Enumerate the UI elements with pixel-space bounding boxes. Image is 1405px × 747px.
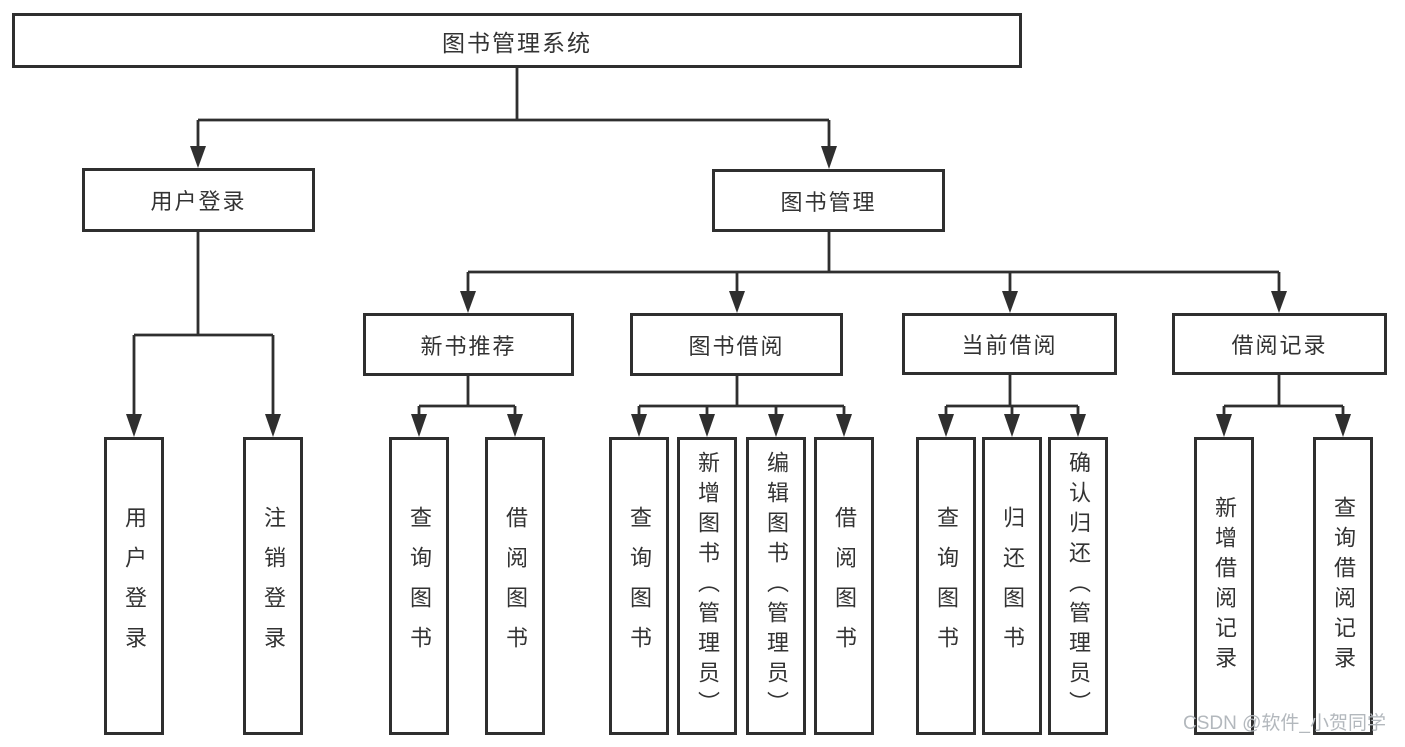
node-book-management: 图书管理 <box>712 169 945 232</box>
node-label: 当前借阅 <box>961 333 1058 358</box>
node-label: 查询借阅记录 <box>1331 496 1356 676</box>
node-label: 新书推荐 <box>420 333 517 359</box>
connector-root-to-level2 <box>190 68 837 169</box>
leaf-borrow-books-recommend: 借阅图书 <box>485 437 545 735</box>
leaf-borrow-books: 借阅图书 <box>814 437 874 735</box>
node-borrowing-records: 借阅记录 <box>1172 313 1387 375</box>
node-label: 用户登录 <box>150 189 247 214</box>
node-label: 归还图书 <box>1000 506 1025 666</box>
leaf-add-book-admin: 新增图书（管理员） <box>677 437 737 735</box>
node-new-book-recommend: 新书推荐 <box>363 313 574 376</box>
leaf-return-books: 归还图书 <box>982 437 1042 735</box>
leaf-logout: 注销登录 <box>243 437 303 735</box>
leaf-edit-book-admin: 编辑图书（管理员） <box>746 437 806 735</box>
leaf-user-login: 用户登录 <box>104 437 164 735</box>
connector-user-login-to-leaves <box>126 232 281 437</box>
node-label: 确认归还（管理员） <box>1066 451 1091 721</box>
csdn-watermark: CSDN @软件_小贺同学 <box>1183 713 1386 734</box>
connector-new-book-to-leaves <box>411 376 523 437</box>
node-label: 用户登录 <box>122 506 147 666</box>
node-user-login: 用户登录 <box>82 168 315 232</box>
connector-borrowing-records-to-leaves <box>1216 375 1351 437</box>
connector-current-borrowing-to-leaves <box>938 375 1086 437</box>
node-label: 借阅图书 <box>503 506 528 666</box>
node-label: 借阅图书 <box>832 506 857 666</box>
leaf-query-books-borrowing: 查询图书 <box>609 437 669 735</box>
node-book-borrowing: 图书借阅 <box>630 313 843 376</box>
node-label: 编辑图书（管理员） <box>764 451 789 721</box>
node-label: 图书管理 <box>780 189 877 215</box>
leaf-query-books-current: 查询图书 <box>916 437 976 735</box>
node-library-management-system: 图书管理系统 <box>12 13 1022 68</box>
node-label: 查询图书 <box>934 506 959 666</box>
node-label: 新增图书（管理员） <box>695 451 720 721</box>
connector-book-borrowing-to-leaves <box>631 376 852 437</box>
node-label: 注销登录 <box>261 506 286 666</box>
node-label: 图书借阅 <box>688 333 785 359</box>
connector-book-management-to-level3 <box>460 232 1287 313</box>
node-label: 查询图书 <box>627 506 652 666</box>
leaf-query-borrow-record: 查询借阅记录 <box>1313 437 1373 735</box>
node-label: 新增借阅记录 <box>1212 496 1237 676</box>
leaf-confirm-return-admin: 确认归还（管理员） <box>1048 437 1108 735</box>
leaf-add-borrow-record: 新增借阅记录 <box>1194 437 1254 735</box>
node-label: 查询图书 <box>407 506 432 666</box>
node-label: 借阅记录 <box>1231 333 1328 358</box>
node-current-borrowing: 当前借阅 <box>902 313 1117 375</box>
leaf-query-books-recommend: 查询图书 <box>389 437 449 735</box>
node-label: 图书管理系统 <box>442 29 592 56</box>
